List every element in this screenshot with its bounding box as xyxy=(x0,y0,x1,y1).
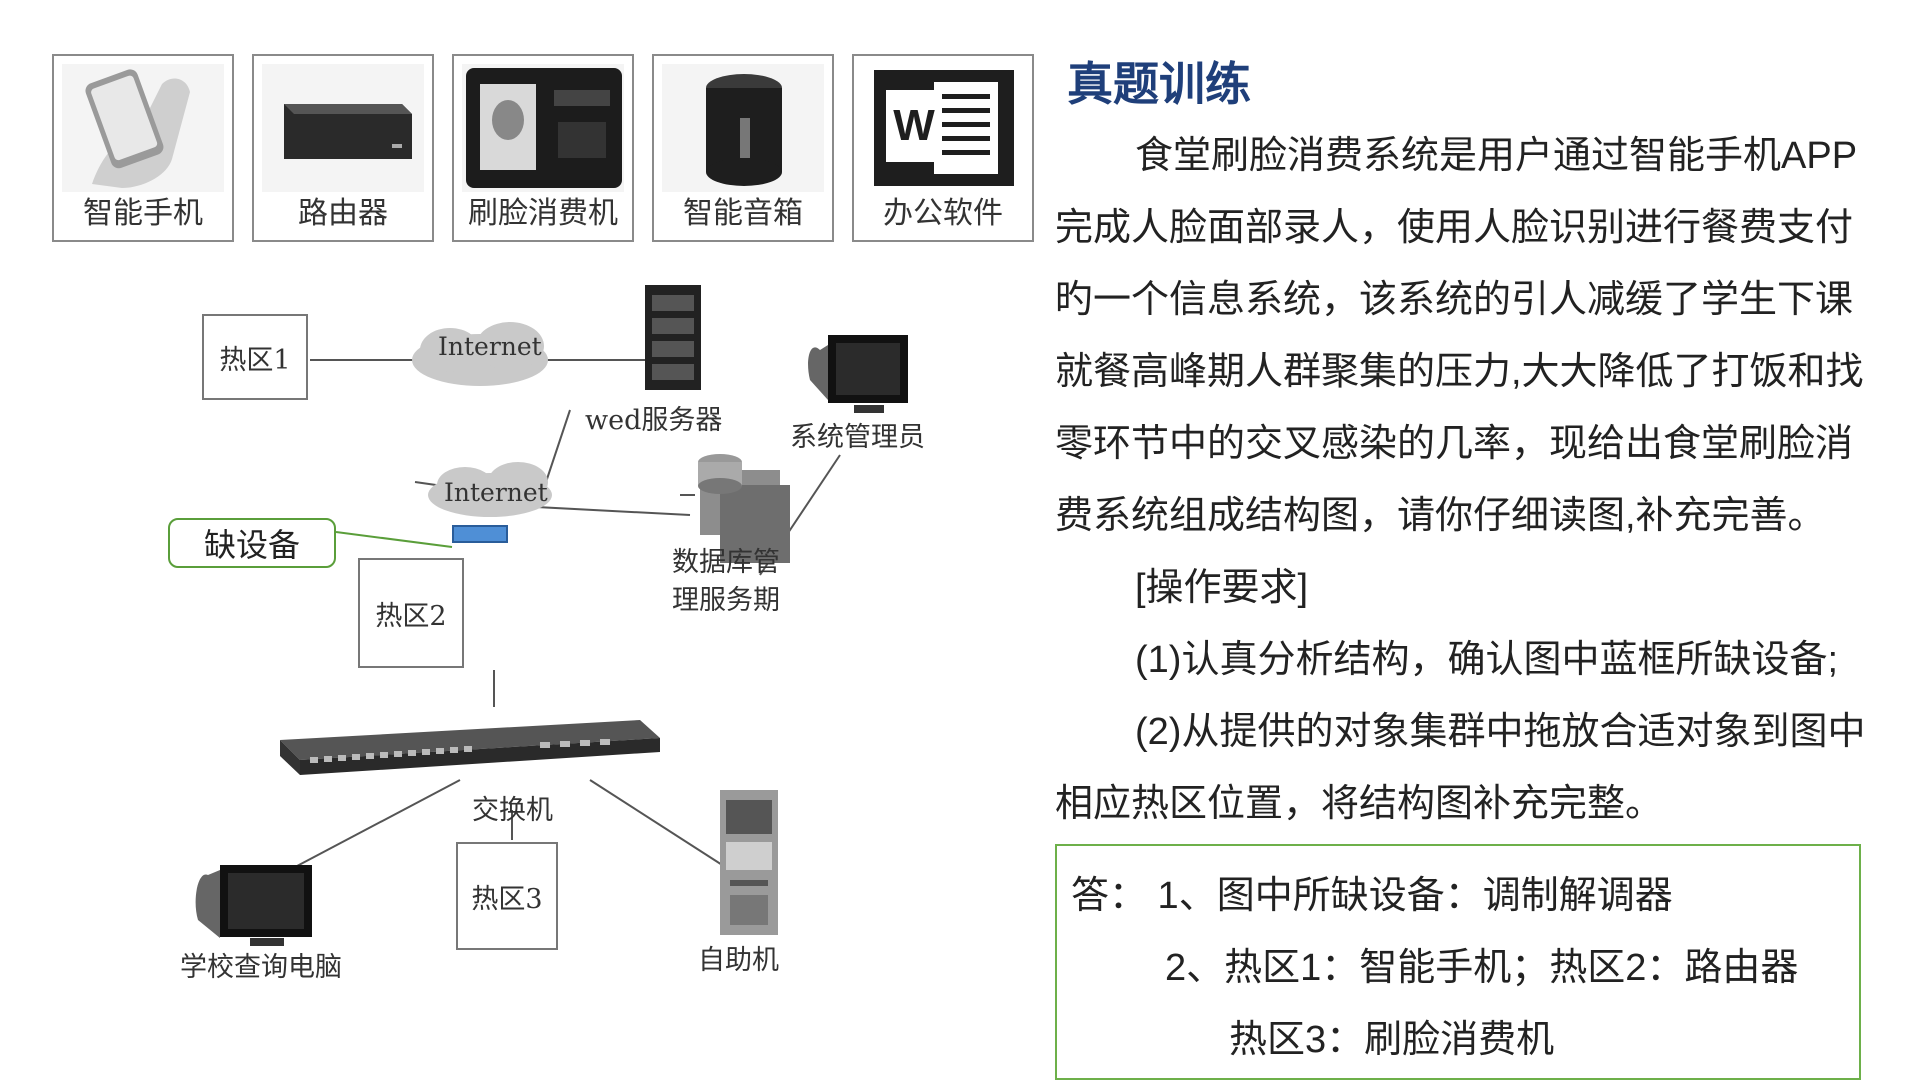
requirement-2-cont: 相应热区位置，将结构图补充完整。 xyxy=(1055,783,1664,825)
answer-line-2: 2、热区1：智能手机；热区2：路由器 xyxy=(1165,947,1799,989)
palette-label: 路由器 xyxy=(298,196,388,231)
switch-label: 交换机 xyxy=(472,795,553,826)
internet-label-mid: Internet xyxy=(444,478,548,507)
hotzone-3[interactable]: 热区3 xyxy=(456,842,558,950)
kiosk-label: 自助机 xyxy=(698,945,779,976)
office-software-icon: W xyxy=(862,64,1024,192)
face-payment-machine-icon xyxy=(462,64,624,192)
missing-device-callout: 缺设备 xyxy=(168,518,336,568)
school-pc-label: 学校查询电脑 xyxy=(180,952,342,983)
requirements-heading: [操作要求] xyxy=(1135,567,1309,609)
palette-item-smart-speaker[interactable]: 智能音箱 xyxy=(652,54,834,242)
answer-box: 答： 1、图中所缺设备：调制解调器 2、热区1：智能手机；热区2：路由器 热区3… xyxy=(1055,844,1861,1080)
palette-label: 智能手机 xyxy=(83,196,203,231)
internet-cloud-mid xyxy=(428,462,552,517)
smartphone-icon xyxy=(62,64,224,192)
requirement-2: (2)从提供的对象集群中拖放合适对象到图中 xyxy=(1135,711,1866,753)
web-server-label: wed服务器 xyxy=(585,405,723,436)
object-palette: 智能手机 路由器 刷脸消费机 xyxy=(52,54,1034,244)
database-server-icon xyxy=(698,454,790,563)
palette-label: 智能音箱 xyxy=(683,196,803,231)
switch-icon xyxy=(280,720,660,775)
missing-device-blue-box[interactable] xyxy=(452,525,508,543)
web-server-icon xyxy=(645,285,701,390)
hotzone-1[interactable]: 热区1 xyxy=(202,314,308,400)
school-computer-icon xyxy=(195,865,312,946)
db-server-label-1: 数据库管 xyxy=(672,547,780,578)
hotzone-2[interactable]: 热区2 xyxy=(358,558,464,668)
internet-label-top: Internet xyxy=(438,332,542,361)
palette-label: 办公软件 xyxy=(883,196,1003,231)
text-line: 完成人脸面部录人，使用人脸识别进行餐费支付 xyxy=(1055,207,1854,249)
answer-line-1: 答： 1、图中所缺设备：调制解调器 xyxy=(1071,875,1673,917)
page-title: 真题训练 xyxy=(1067,58,1251,110)
admin-label: 系统管理员 xyxy=(790,422,925,453)
text-line: 就餐高峰期人群聚集的压力,大大降低了打饭和找 xyxy=(1055,351,1864,393)
text-line: 零环节中的交叉感染的几率，现给出食堂刷脸消 xyxy=(1055,423,1854,465)
db-server-label-2: 理服务期 xyxy=(672,585,780,616)
svg-text:W: W xyxy=(893,101,935,150)
atm-kiosk-icon xyxy=(720,790,778,935)
router-icon xyxy=(262,64,424,192)
text-line: 旳一个信息系统，该系统的引人减缓了学生下课 xyxy=(1055,279,1854,321)
smart-speaker-icon xyxy=(662,64,824,192)
structure-diagram: 热区1 热区2 热区3 Internet Internet wed服务器 系统管… xyxy=(160,270,940,1010)
requirement-1: (1)认真分析结构，确认图中蓝框所缺设备; xyxy=(1135,639,1839,681)
text-line: 费系统组成结构图，请你仔细读图,补充完善。 xyxy=(1055,495,1826,537)
answer-line-3: 热区3：刷脸消费机 xyxy=(1229,1019,1555,1061)
palette-item-office-software[interactable]: W 办公软件 xyxy=(852,54,1034,242)
admin-computer-icon xyxy=(808,335,908,413)
question-text: 真题训练 食堂刷脸消费系统是用户通过智能手机APP 完成人脸面部录人，使用人脸识… xyxy=(1055,48,1915,840)
internet-cloud-top xyxy=(412,322,548,386)
palette-item-router[interactable]: 路由器 xyxy=(252,54,434,242)
text-line: 食堂刷脸消费系统是用户通过智能手机APP xyxy=(1135,135,1858,177)
palette-label: 刷脸消费机 xyxy=(468,196,618,231)
palette-item-face-payment[interactable]: 刷脸消费机 xyxy=(452,54,634,242)
palette-item-smartphone[interactable]: 智能手机 xyxy=(52,54,234,242)
